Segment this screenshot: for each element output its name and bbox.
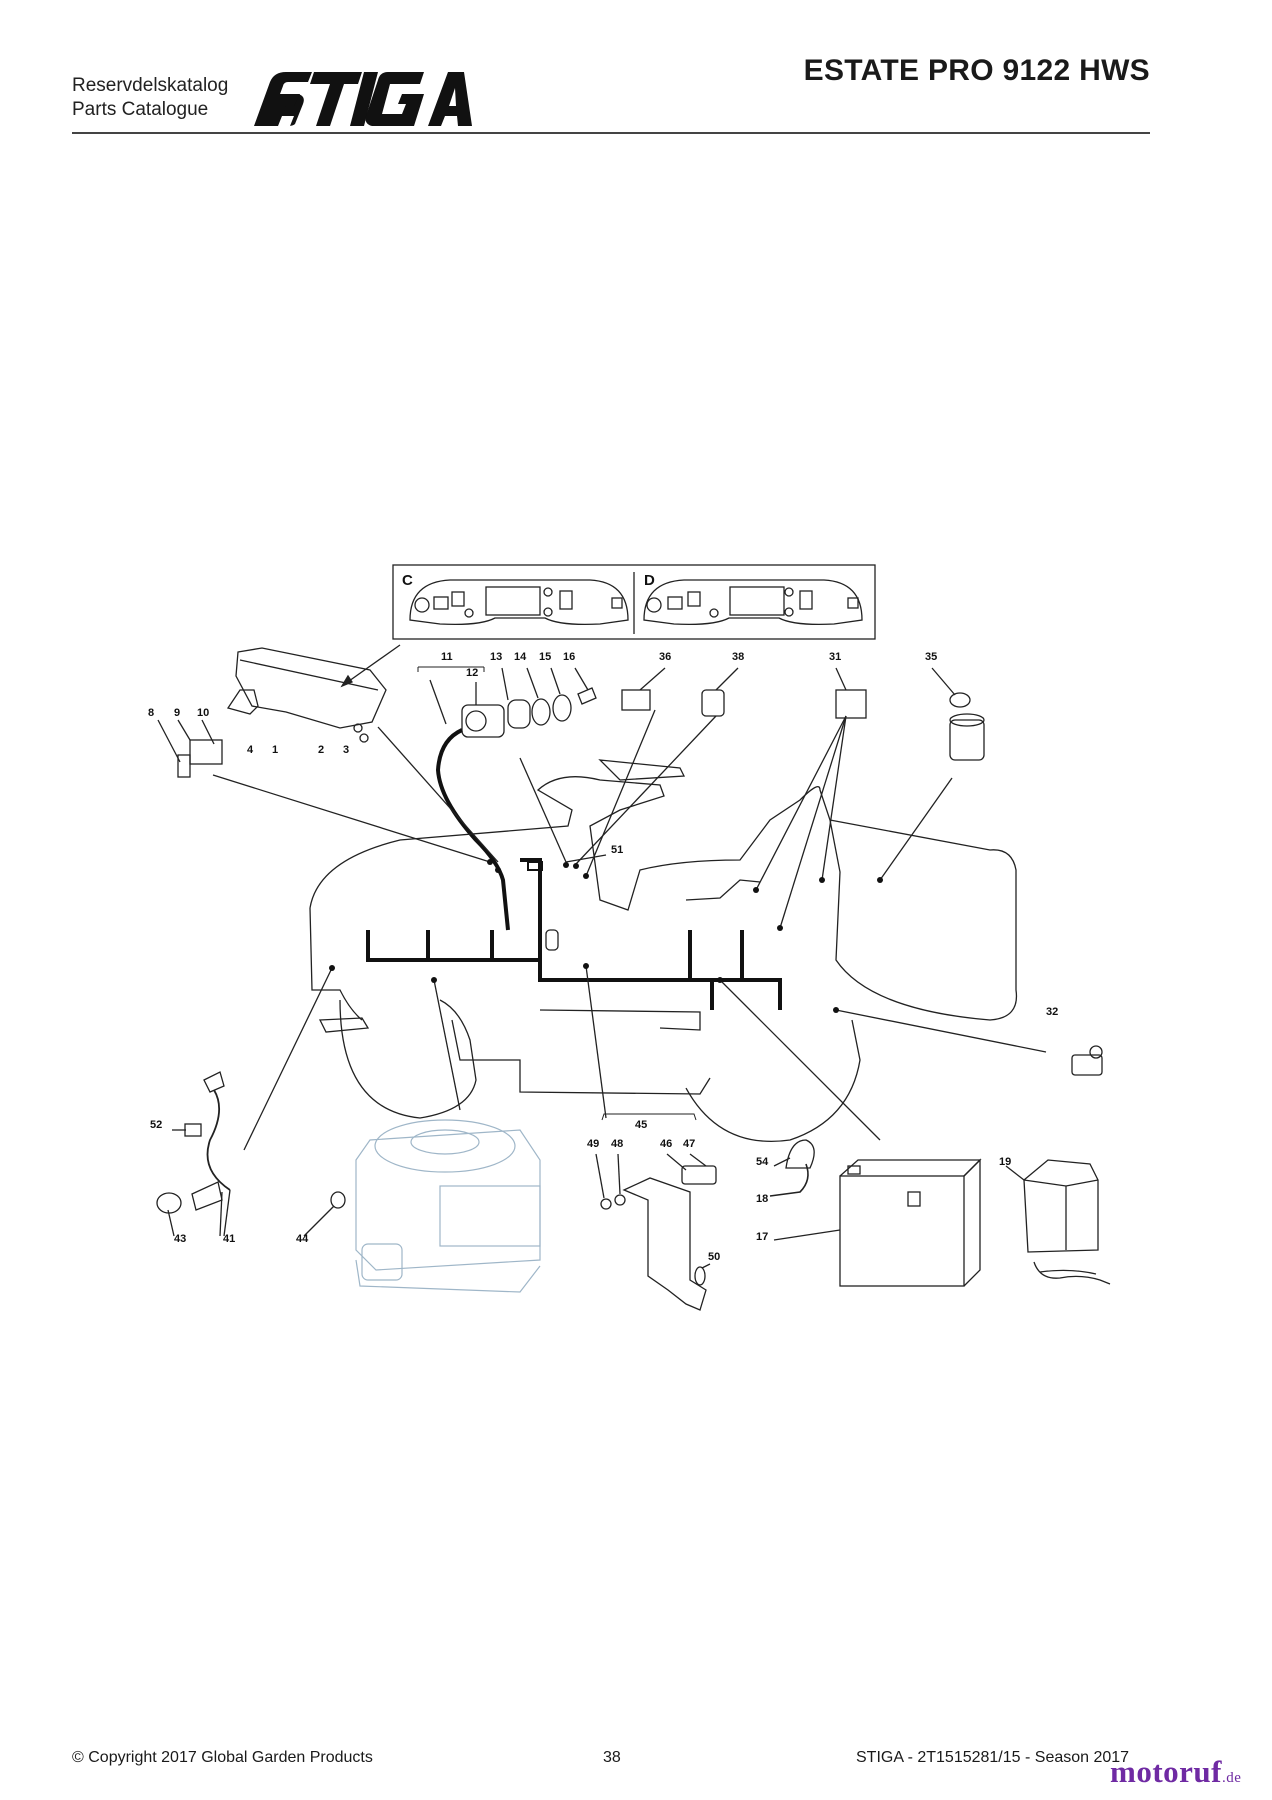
model-title: ESTATE PRO 9122 HWS xyxy=(803,54,1150,87)
dashboard-housing xyxy=(235,647,387,729)
part-label-17: 17 xyxy=(756,1231,768,1243)
part-label-41: 41 xyxy=(223,1233,235,1245)
watermark-tld: .de xyxy=(1221,1770,1242,1786)
part-label-54: 54 xyxy=(756,1156,769,1168)
part-label-45: 45 xyxy=(635,1119,647,1131)
motoruf-watermark[interactable]: motoruf.de xyxy=(1110,1754,1241,1790)
stiga-logo xyxy=(254,72,472,126)
part-label-38: 38 xyxy=(732,651,744,663)
part-label-9: 9 xyxy=(174,707,180,719)
part-label-49: 49 xyxy=(587,1138,599,1150)
switch-bracket xyxy=(622,1177,707,1311)
panel-letter-c: C xyxy=(402,572,413,589)
switch-31 xyxy=(835,689,867,719)
part-label-3: 3 xyxy=(343,744,349,756)
dashboard-d xyxy=(643,579,863,626)
part-label-19: 19 xyxy=(999,1156,1011,1168)
part-label-46: 46 xyxy=(660,1138,672,1150)
part-label-32: 32 xyxy=(1046,1006,1058,1018)
dashboard-c xyxy=(409,579,629,626)
part-label-1: 1 xyxy=(272,744,278,756)
part-label-2: 2 xyxy=(318,744,324,756)
part-label-31: 31 xyxy=(829,651,841,663)
part-label-4: 4 xyxy=(247,744,254,756)
footer-page-number: 38 xyxy=(603,1749,621,1766)
header-rule xyxy=(72,132,1150,134)
part-label-8: 8 xyxy=(148,707,154,719)
footer-reference: STIGA - 2T1515281/15 - Season 2017 xyxy=(856,1749,1130,1766)
dashboard-panel-box xyxy=(392,564,876,640)
safety-switch-32 xyxy=(1071,1054,1103,1076)
engine-outline xyxy=(355,1119,541,1293)
catalog-title-english: Parts Catalogue xyxy=(72,99,209,120)
part-label-36: 36 xyxy=(659,651,671,663)
part-label-10: 10 xyxy=(197,707,209,719)
part-label-11: 11 xyxy=(441,651,453,663)
part-label-16: 16 xyxy=(563,651,575,663)
part-label-51: 51 xyxy=(611,844,623,856)
socket-12v xyxy=(949,719,985,761)
part-label-50: 50 xyxy=(708,1251,720,1263)
part-label-47: 47 xyxy=(683,1138,695,1150)
battery-charger xyxy=(1023,1159,1099,1253)
catalog-title-swedish: Reservdelskatalog xyxy=(72,75,229,96)
footer-copyright: © Copyright 2017 Global Garden Products xyxy=(72,1749,373,1766)
watermark-name: motoruf xyxy=(1110,1754,1222,1789)
part-label-35: 35 xyxy=(925,651,937,663)
part-label-44: 44 xyxy=(296,1233,309,1245)
panel-letter-d: D xyxy=(644,572,655,589)
part-label-18: 18 xyxy=(756,1193,768,1205)
part-label-14: 14 xyxy=(514,651,527,663)
ignition-switch xyxy=(461,704,505,738)
part-label-12: 12 xyxy=(466,667,478,679)
push-switch xyxy=(701,689,725,717)
part-label-13: 13 xyxy=(490,651,502,663)
part-label-43: 43 xyxy=(174,1233,186,1245)
part-label-48: 48 xyxy=(611,1138,623,1150)
part-label-15: 15 xyxy=(539,651,551,663)
part-label-52: 52 xyxy=(150,1119,162,1131)
rocker-switch xyxy=(621,689,651,711)
battery xyxy=(839,1175,965,1287)
panel-letters: C D xyxy=(402,572,655,589)
